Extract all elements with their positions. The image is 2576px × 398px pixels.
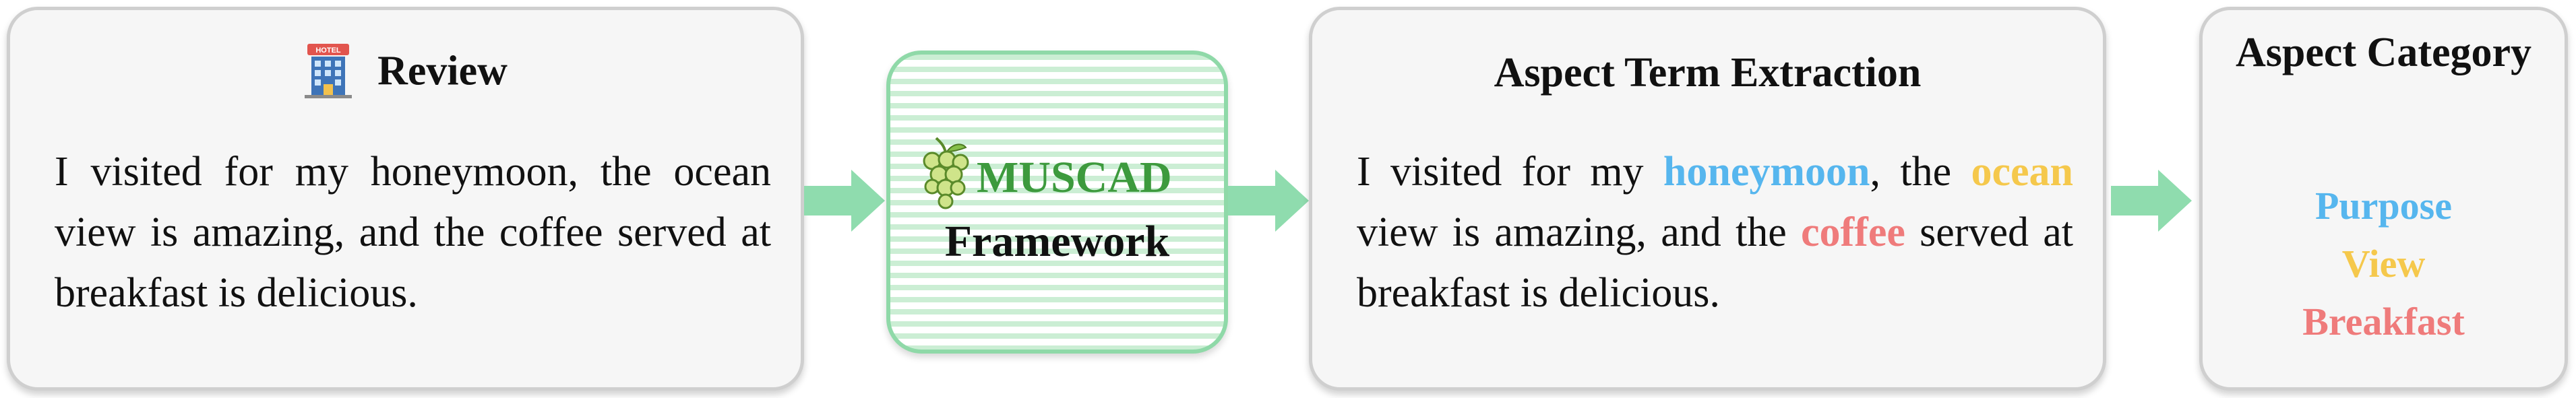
framework-label: Framework xyxy=(944,217,1170,266)
arrow-right-icon xyxy=(1228,170,1309,232)
aspect-term-purpose: honeymoon xyxy=(1663,149,1870,195)
grape-icon xyxy=(923,137,969,209)
aspect-term-view: ocean xyxy=(1971,149,2073,195)
review-header: HOTEL Review xyxy=(10,44,801,99)
category-title: Aspect Category xyxy=(2235,30,2532,75)
hotel-icon: HOTEL xyxy=(305,44,352,98)
arrow-right-icon xyxy=(804,170,885,232)
category-item-purpose: Purpose xyxy=(2315,184,2452,228)
sentence-segment: served at breakfast is delicious. xyxy=(1357,209,2073,316)
review-text: I visited for my honeymoon, the ocean vi… xyxy=(55,149,771,316)
ate-text: I visited for my honeymoon, the ocean vi… xyxy=(1357,141,2073,323)
hotel-sign-text: HOTEL xyxy=(315,46,341,55)
muscad-framework-box: MUSCAD Framework xyxy=(886,51,1228,354)
ate-title: Aspect Term Extraction xyxy=(1494,50,1922,96)
aspect-term-extraction-panel: Aspect Term Extraction I visited for my … xyxy=(1309,7,2106,391)
arrow-right-icon xyxy=(2111,170,2192,232)
review-panel: HOTEL Review I visited for my honeymoon,… xyxy=(7,7,804,391)
review-title: Review xyxy=(377,48,508,94)
category-item-view: View xyxy=(2341,242,2426,286)
category-item-breakfast: Breakfast xyxy=(2302,300,2465,343)
sentence-segment: I visited for my xyxy=(1357,149,1663,195)
sentence-segment: view is amazing, and the xyxy=(1357,209,1802,255)
framework-name: MUSCAD xyxy=(977,153,1172,202)
sentence-segment: , the xyxy=(1870,149,1971,195)
aspect-term-breakfast: coffee xyxy=(1801,209,1905,255)
